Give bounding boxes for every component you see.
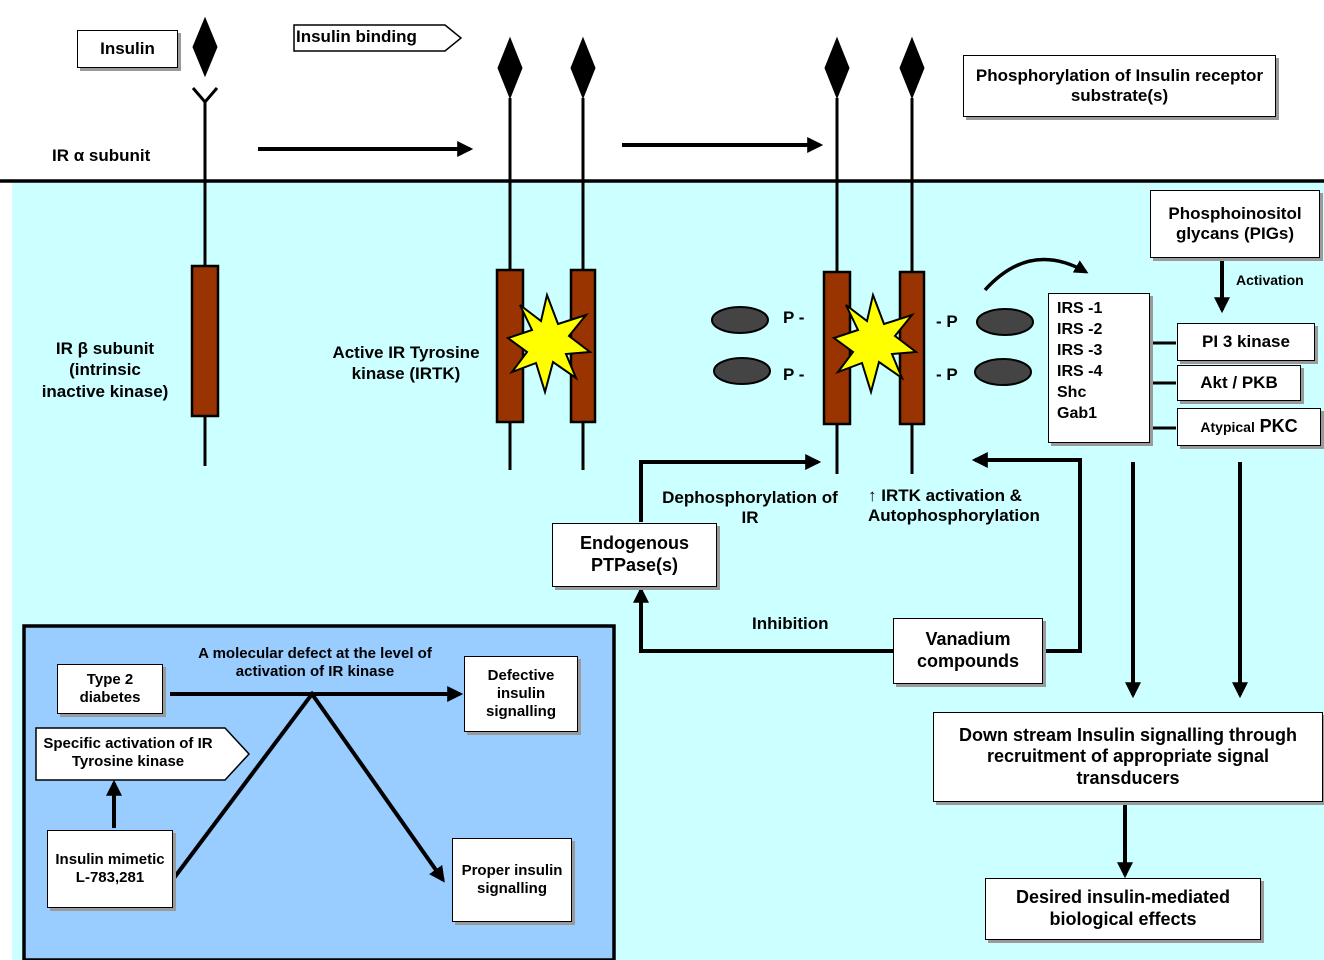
active-irtk-label: Active IR Tyrosine kinase (IRTK) <box>332 343 480 384</box>
irs-item: Gab1 <box>1057 405 1098 422</box>
vanadium-box: Vanadium compounds <box>893 618 1043 684</box>
activation-label: Activation <box>1236 272 1304 288</box>
receptor-binding-y <box>191 87 219 105</box>
irs-item: IRS -2 <box>1057 321 1103 338</box>
activation-burst-icon <box>831 291 919 396</box>
defective-signalling-box: Defective insulin signalling <box>464 656 578 732</box>
downstream-signalling-box: Down stream Insulin signalling through r… <box>933 712 1323 802</box>
dephosphorylation-label: Dephosphorylation of IR <box>662 488 838 528</box>
irtk-activation-label: ↑ IRTK activation & Autophosphorylation <box>868 486 1040 526</box>
insulin-label: Insulin <box>77 30 178 68</box>
insulin-mimetic-box: Insulin mimetic L-783,281 <box>47 830 173 908</box>
substrate-oval <box>711 306 769 334</box>
insulin-diamond-icon <box>192 16 218 78</box>
substrate-oval <box>976 308 1034 336</box>
inhibition-arrow <box>633 586 893 653</box>
beta-subunit <box>190 264 220 418</box>
atypical-pkc-box: Atypical PKC <box>1177 408 1321 446</box>
insulin-diamond-icon <box>497 36 523 100</box>
active-receptor-dimer <box>495 36 597 470</box>
irs-item: Shc <box>1057 384 1087 401</box>
insulin-diamond-icon <box>824 36 850 100</box>
insulin-binding-label: Insulin binding <box>296 27 417 46</box>
alpha-subunit-label: IR α subunit <box>52 146 151 165</box>
insulin-diamond-icon <box>570 36 596 100</box>
beta-subunit-label: IR β subunit (intrinsic inactive kinase) <box>41 339 169 401</box>
phospho-p-mark: - P <box>936 312 958 331</box>
inset-arrow <box>172 690 445 883</box>
irs-item: IRS -4 <box>1057 363 1103 380</box>
phosphorylation-title-box: Phosphorylation of Insulin receptor subs… <box>963 55 1276 117</box>
type2-diabetes-box: Type 2 diabetes <box>57 664 163 714</box>
inhibition-label: Inhibition <box>752 614 829 633</box>
specific-activation-label: Specific activation of IR Tyrosine kinas… <box>43 735 213 770</box>
irs-item: IRS -3 <box>1057 342 1103 359</box>
specific-activation-tag <box>35 727 251 781</box>
phospho-p-mark: P - <box>783 365 805 384</box>
irs-substrate-list: IRS -1 IRS -2 IRS -3 IRS -4 Shc Gab1 <box>1048 293 1150 443</box>
pigs-box: Phosphoinositol glycans (PIGs) <box>1150 190 1320 258</box>
proper-signalling-box: Proper insulin signalling <box>452 838 572 922</box>
akt-pkb-box: Akt / PKB <box>1177 365 1301 401</box>
ptpase-box: Endogenous PTPase(s) <box>552 523 717 587</box>
molecular-defect-label: A molecular defect at the level of activ… <box>198 645 432 680</box>
activation-burst-icon <box>505 291 593 396</box>
pi3-kinase-box: PI 3 kinase <box>1177 323 1315 361</box>
phosphorylated-receptor-dimer <box>711 36 1034 474</box>
biological-effects-box: Desired insulin-mediated biological effe… <box>985 878 1261 940</box>
irs-item: IRS -1 <box>1057 300 1103 317</box>
substrate-oval <box>974 358 1032 386</box>
phospho-p-mark: P - <box>783 308 805 327</box>
insulin-diamond-icon <box>899 36 925 100</box>
pkc-label: PKC <box>1259 416 1298 437</box>
dephosphorylation-arrow <box>639 454 822 522</box>
inactive-receptor <box>190 16 220 466</box>
substrate-oval <box>713 357 771 385</box>
phospho-p-mark: - P <box>936 365 958 384</box>
vanadium-activation-arrow <box>971 452 1082 653</box>
substrate-phosphorylation-arrow <box>983 257 1089 292</box>
insulin-binding-tag <box>293 24 463 52</box>
atypical-label: Atypical <box>1200 418 1255 435</box>
